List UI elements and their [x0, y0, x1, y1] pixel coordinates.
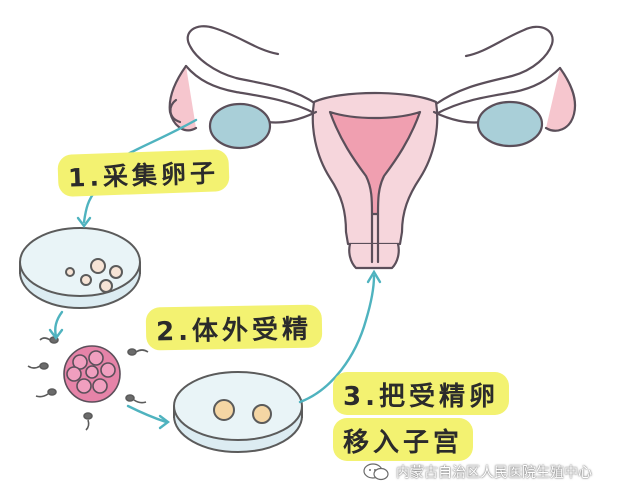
step-1-label: 1.采集卵子 — [57, 149, 230, 197]
ovary-left — [208, 102, 272, 150]
step-3-label-line2: 移入子宫 — [333, 418, 474, 461]
ovary-right — [476, 100, 544, 148]
petri-dish-eggs — [19, 227, 141, 309]
petri-dish-embryos — [173, 371, 303, 453]
step-3-label-line1: 3.把受精卵 — [333, 372, 509, 415]
watermark-text: 内蒙古自治区人民医院生殖中心 — [396, 465, 592, 481]
wechat-icon — [363, 463, 389, 481]
step-2-label: 2.体外受精 — [145, 304, 323, 351]
fertilized-egg-illustration — [63, 345, 121, 403]
uterus-illustration — [168, 25, 577, 270]
watermark: 内蒙古自治区人民医院生殖中心 — [362, 462, 592, 482]
